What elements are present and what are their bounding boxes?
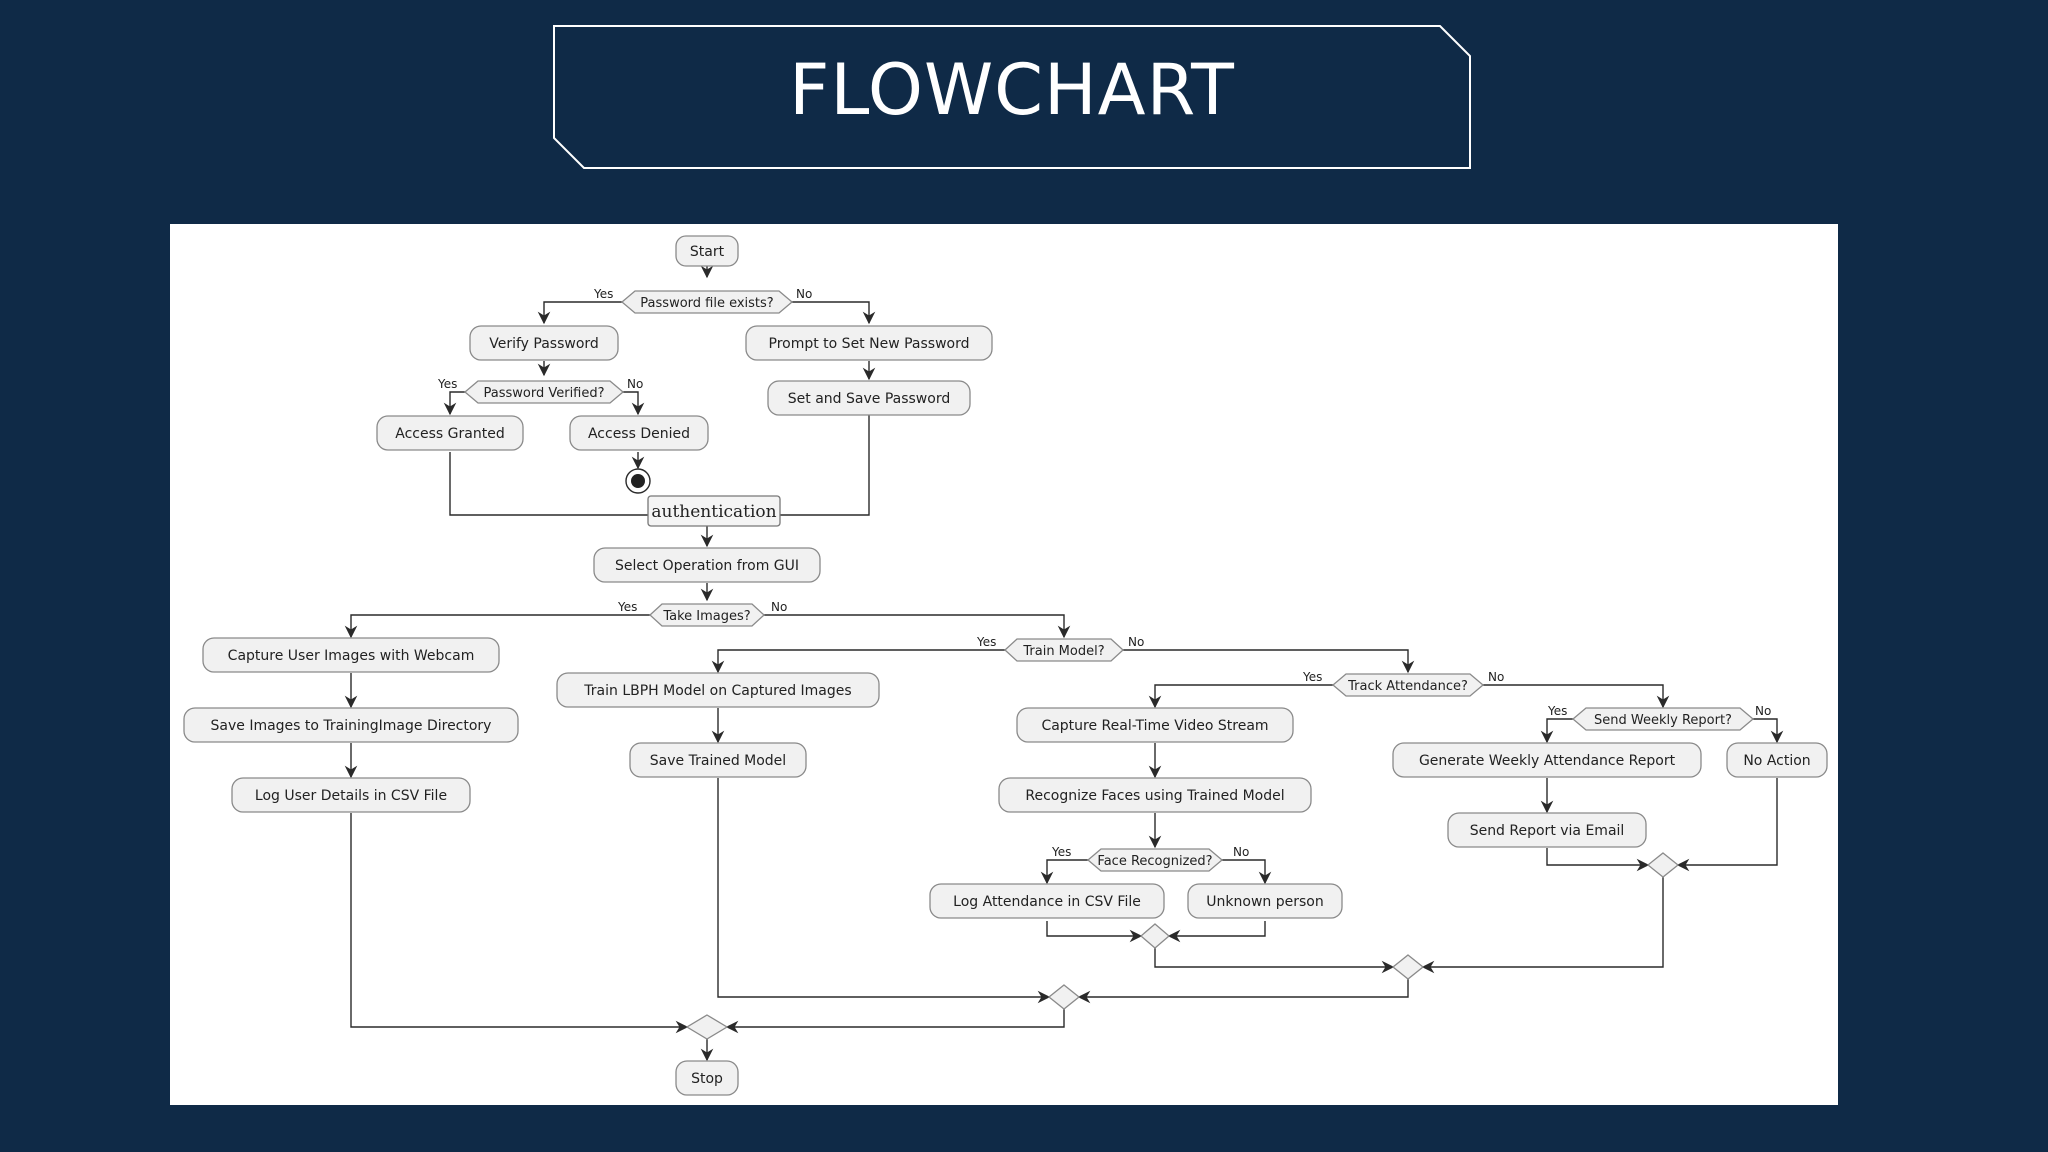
svg-text:Send Report via Email: Send Report via Email [1470, 823, 1625, 839]
svg-text:Track Attendance?: Track Attendance? [1347, 679, 1468, 694]
svg-text:authentication: authentication [651, 502, 776, 522]
svg-text:No Action: No Action [1743, 753, 1810, 769]
merge-track-diamond [1391, 954, 1425, 980]
svg-text:Yes: Yes [1302, 670, 1322, 684]
flowchart-panel: Start Verify Password Prompt to Set New … [170, 224, 1838, 1105]
node-send-report: Send Report via Email [1447, 812, 1647, 848]
svg-text:Recognize Faces using Trained: Recognize Faces using Trained Model [1025, 788, 1284, 804]
node-train-lbph: Train LBPH Model on Captured Images [556, 672, 880, 708]
svg-text:Send Weekly Report?: Send Weekly Report? [1594, 713, 1732, 728]
node-log-attendance: Log Attendance in CSV File [929, 883, 1165, 919]
flow-edges [344, 263, 1784, 1062]
svg-text:Yes: Yes [437, 377, 457, 391]
decision-face-recognized: Face Recognized? [1086, 848, 1224, 872]
svg-text:No: No [627, 377, 643, 391]
node-capture-stream: Capture Real-Time Video Stream [1016, 707, 1294, 743]
svg-text:Train LBPH Model on Captured I: Train LBPH Model on Captured Images [583, 683, 851, 699]
svg-text:Access Denied: Access Denied [588, 426, 690, 442]
svg-text:Train Model?: Train Model? [1022, 644, 1104, 659]
merge-final-diamond [685, 1014, 729, 1040]
decision-password-verified: Password Verified? [463, 380, 625, 404]
node-access-granted: Access Granted [376, 415, 524, 451]
svg-text:Select Operation from GUI: Select Operation from GUI [615, 558, 799, 574]
svg-text:No: No [1128, 635, 1144, 649]
node-stop: Stop [675, 1060, 739, 1096]
node-verify-password: Verify Password [469, 325, 619, 361]
node-prompt-new-password: Prompt to Set New Password [745, 325, 993, 361]
svg-text:No: No [1488, 670, 1504, 684]
decision-train-model: Train Model? [1004, 638, 1124, 662]
node-save-images: Save Images to TrainingImage Directory [183, 707, 519, 743]
svg-text:Generate Weekly Attendance Rep: Generate Weekly Attendance Report [1419, 753, 1676, 769]
svg-text:Start: Start [690, 244, 725, 260]
slide-title: FLOWCHART [789, 49, 1235, 131]
decision-track-attendance: Track Attendance? [1331, 673, 1485, 697]
merge-report-diamond [1646, 852, 1680, 878]
svg-text:Prompt to Set New Password: Prompt to Set New Password [769, 336, 970, 352]
decision-password-file: Password file exists? [620, 290, 794, 314]
node-capture-images: Capture User Images with Webcam [202, 637, 500, 673]
svg-text:Capture Real-Time Video Stream: Capture Real-Time Video Stream [1041, 718, 1268, 734]
node-set-save-password: Set and Save Password [767, 380, 971, 416]
svg-text:Face Recognized?: Face Recognized? [1097, 854, 1212, 869]
svg-text:Access Granted: Access Granted [395, 426, 504, 442]
branch-labels: Yes No Yes No Yes No Yes No Yes No Yes N… [437, 287, 1771, 859]
svg-text:Yes: Yes [976, 635, 996, 649]
node-no-action: No Action [1726, 742, 1828, 778]
svg-text:No: No [796, 287, 812, 301]
svg-text:No: No [771, 600, 787, 614]
svg-text:Take Images?: Take Images? [662, 609, 750, 624]
decision-send-weekly: Send Weekly Report? [1571, 707, 1755, 731]
svg-text:Yes: Yes [593, 287, 613, 301]
svg-text:Save Images to TrainingImage D: Save Images to TrainingImage Directory [211, 718, 492, 734]
node-access-denied: Access Denied [569, 415, 709, 451]
node-unknown-person: Unknown person [1187, 883, 1343, 919]
node-start: Start [675, 235, 739, 267]
svg-text:Capture User Images with Webca: Capture User Images with Webcam [228, 648, 475, 664]
node-generate-report: Generate Weekly Attendance Report [1392, 742, 1702, 778]
end-node-icon [625, 468, 651, 494]
svg-text:Yes: Yes [1051, 845, 1071, 859]
svg-text:Yes: Yes [1547, 704, 1567, 718]
merge-face-diamond [1140, 923, 1170, 949]
svg-text:No: No [1233, 845, 1249, 859]
node-log-user-details: Log User Details in CSV File [231, 777, 471, 813]
svg-text:No: No [1755, 704, 1771, 718]
svg-text:Log User Details in CSV File: Log User Details in CSV File [255, 788, 447, 804]
svg-text:Verify Password: Verify Password [489, 336, 599, 352]
svg-text:Log Attendance in CSV File: Log Attendance in CSV File [953, 894, 1141, 910]
svg-text:Save Trained Model: Save Trained Model [650, 753, 786, 769]
node-recognize-faces: Recognize Faces using Trained Model [998, 777, 1312, 813]
title-frame [553, 25, 1471, 169]
decision-take-images: Take Images? [649, 603, 765, 627]
flowchart-diagram: Start Verify Password Prompt to Set New … [183, 235, 1828, 1096]
svg-text:Yes: Yes [617, 600, 637, 614]
svg-text:Set and Save Password: Set and Save Password [788, 391, 950, 407]
svg-text:Password Verified?: Password Verified? [483, 386, 604, 401]
node-select-operation: Select Operation from GUI [593, 547, 821, 583]
svg-text:Password file exists?: Password file exists? [640, 296, 773, 311]
merge-train-diamond [1047, 984, 1081, 1010]
svg-text:Unknown person: Unknown person [1206, 894, 1323, 910]
svg-text:Stop: Stop [691, 1071, 723, 1087]
node-save-model: Save Trained Model [629, 742, 807, 778]
node-authentication: authentication [647, 495, 781, 527]
